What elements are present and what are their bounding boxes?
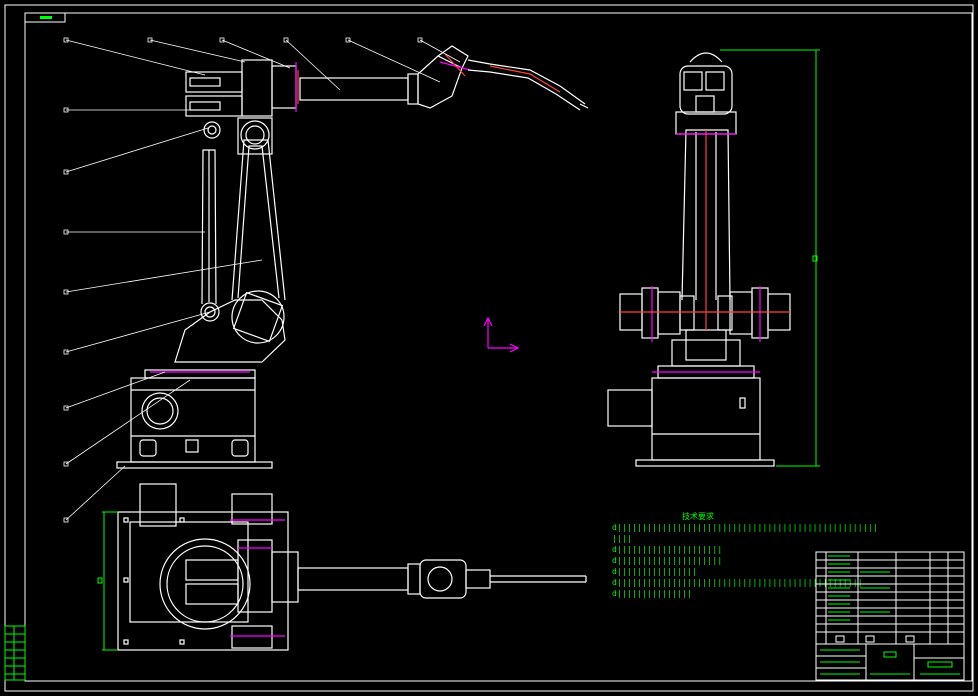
inner-border: [24, 12, 973, 682]
notes-title: 技术要求: [682, 511, 714, 521]
ucs-axis-icon: [483, 316, 520, 353]
top-view: [97, 483, 587, 651]
note-line-1: d|||||||||||||||||||||||||||||||||||||||…: [612, 523, 878, 532]
corner-tag-mark: [40, 16, 52, 19]
note-line-2: ||||: [612, 534, 632, 543]
note-line-5: d||||||||||||||||: [612, 567, 697, 576]
corner-tag: [24, 12, 66, 23]
margin-table: [4, 625, 26, 681]
side-view: [607, 49, 820, 467]
outer-border: [4, 4, 974, 692]
note-line-6: d|||||||||||||||||||||||||||||||||||||||…: [612, 578, 863, 587]
title-block: [815, 551, 965, 681]
note-line-4: d|||||||||||||||||||||: [612, 556, 722, 565]
note-line-7: d|||||||||||||||: [612, 589, 692, 598]
leader-lines: [63, 37, 461, 523]
note-line-3: d|||||||||||||||||||||: [612, 545, 722, 554]
front-view: [116, 45, 589, 469]
technical-notes: 技术要求 d||||||||||||||||||||||||||||||||||…: [612, 511, 878, 598]
